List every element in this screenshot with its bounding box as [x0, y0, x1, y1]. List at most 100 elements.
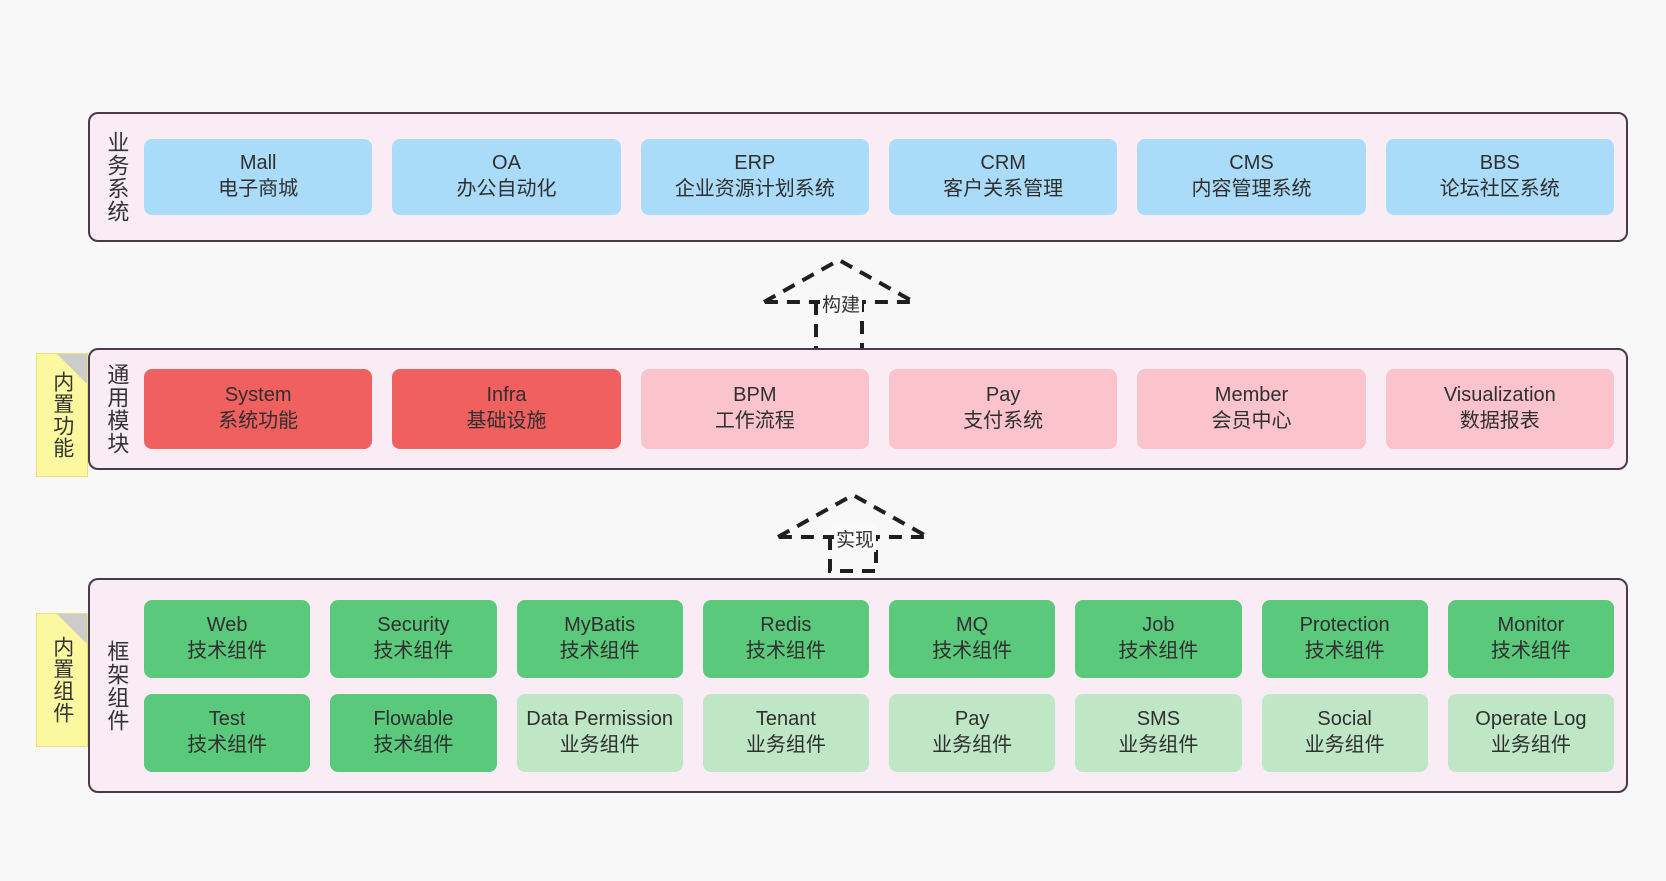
card-title: CRM [980, 152, 1026, 175]
card-subtitle: 技术组件 [1490, 639, 1571, 662]
card-data-permission[interactable]: Data Permission 业务组件 [516, 693, 683, 772]
layer-body-common-module: System 系统功能 Infra 基础设施 BPM 工作流程 Pay 支付系统… [142, 350, 1626, 468]
card-subtitle: 技术组件 [373, 733, 454, 756]
layer-title-framework-component: 框架组件 [104, 639, 130, 732]
card-subtitle: 办公自动化 [456, 178, 557, 200]
layer-title-business-system: 业务系统 [104, 131, 130, 223]
card-pay[interactable]: Pay 支付系统 [888, 369, 1118, 449]
layer-title-common-module: 通用模块 [104, 363, 130, 455]
card-title: SMS [1136, 707, 1181, 730]
card-title: Web [206, 613, 248, 636]
fold-corner-icon [57, 354, 87, 384]
card-subtitle: 内容管理系统 [1191, 178, 1312, 200]
layer-business-system: 业务系统 Mall 电子商城 OA 办公自动化 ERP 企业资源计划系统 CRM… [88, 112, 1628, 242]
card-subtitle: 技术组件 [1118, 639, 1199, 662]
card-tenant[interactable]: Tenant 业务组件 [702, 693, 869, 772]
card-operate-log[interactable]: Operate Log 业务组件 [1447, 693, 1614, 772]
card-system[interactable]: System 系统功能 [144, 369, 373, 449]
layer-common-module: 通用模块 System 系统功能 Infra 基础设施 BPM 工作流程 Pay… [88, 348, 1628, 470]
card-subtitle: 业务组件 [1490, 733, 1571, 756]
card-title: Job [1142, 613, 1175, 636]
card-title: Operate Log [1475, 707, 1587, 730]
card-row-tech: Web 技术组件 Security 技术组件 MyBatis 技术组件 Redi… [144, 599, 1614, 678]
card-title: Data Permission [526, 707, 673, 730]
card-member[interactable]: Member 会员中心 [1137, 369, 1366, 449]
card-title: Infra [486, 384, 527, 407]
card-security[interactable]: Security 技术组件 [330, 599, 497, 678]
sticky-note-label: 内置组件 [50, 636, 74, 724]
card-subtitle: 技术组件 [932, 639, 1013, 662]
card-mq[interactable]: MQ 技术组件 [889, 599, 1056, 678]
card-row-business: Test 技术组件 Flowable 技术组件 Data Permission … [144, 693, 1614, 772]
card-title: OA [492, 152, 521, 175]
sticky-note-builtin-function: 内置功能 [36, 353, 88, 477]
card-subtitle: 技术组件 [187, 639, 268, 662]
card-subtitle: 企业资源计划系统 [674, 178, 835, 200]
card-subtitle: 业务组件 [745, 733, 826, 756]
card-title: MyBatis [564, 613, 636, 636]
card-subtitle: 技术组件 [187, 733, 268, 756]
card-title: Visualization [1443, 384, 1556, 407]
card-crm[interactable]: CRM 客户关系管理 [888, 139, 1118, 215]
card-subtitle: 基础设施 [466, 410, 547, 432]
card-monitor[interactable]: Monitor 技术组件 [1447, 599, 1614, 678]
card-bbs[interactable]: BBS 论坛社区系统 [1385, 139, 1614, 215]
card-subtitle: 技术组件 [373, 639, 454, 662]
card-subtitle: 业务组件 [1118, 733, 1199, 756]
fold-corner-icon [57, 614, 87, 644]
card-subtitle: 技术组件 [559, 639, 640, 662]
card-test[interactable]: Test 技术组件 [144, 693, 311, 772]
card-title: BBS [1479, 152, 1520, 175]
card-title: Security [377, 613, 450, 636]
card-title: ERP [734, 152, 776, 175]
card-subtitle: 技术组件 [1304, 639, 1385, 662]
card-social[interactable]: Social 业务组件 [1261, 693, 1428, 772]
card-erp[interactable]: ERP 企业资源计划系统 [640, 139, 869, 215]
card-row: Mall 电子商城 OA 办公自动化 ERP 企业资源计划系统 CRM 客户关系… [144, 139, 1614, 215]
card-mybatis[interactable]: MyBatis 技术组件 [516, 599, 683, 678]
card-mall[interactable]: Mall 电子商城 [144, 139, 373, 215]
card-flowable[interactable]: Flowable 技术组件 [330, 693, 497, 772]
card-title: Social [1317, 707, 1372, 730]
card-subtitle: 技术组件 [745, 639, 826, 662]
card-title: Pay [985, 384, 1021, 407]
card-subtitle: 支付系统 [963, 410, 1044, 432]
card-title: Redis [760, 613, 812, 636]
card-row: System 系统功能 Infra 基础设施 BPM 工作流程 Pay 支付系统… [144, 369, 1614, 449]
card-subtitle: 业务组件 [932, 733, 1013, 756]
card-job[interactable]: Job 技术组件 [1075, 599, 1242, 678]
card-subtitle: 客户关系管理 [943, 178, 1064, 200]
card-web[interactable]: Web 技术组件 [144, 599, 311, 678]
card-subtitle: 数据报表 [1459, 410, 1540, 432]
card-subtitle: 业务组件 [559, 733, 640, 756]
card-sms[interactable]: SMS 业务组件 [1075, 693, 1242, 772]
card-bpm[interactable]: BPM 工作流程 [640, 369, 869, 449]
connector-build-label: 构建 [820, 290, 863, 317]
card-subtitle: 会员中心 [1211, 410, 1292, 432]
card-subtitle: 业务组件 [1304, 733, 1385, 756]
card-oa[interactable]: OA 办公自动化 [392, 139, 621, 215]
card-protection[interactable]: Protection 技术组件 [1261, 599, 1428, 678]
card-redis[interactable]: Redis 技术组件 [702, 599, 869, 678]
card-pay-business[interactable]: Pay 业务组件 [889, 693, 1056, 772]
card-infra[interactable]: Infra 基础设施 [392, 369, 621, 449]
card-title: Monitor [1497, 613, 1565, 636]
sticky-note-builtin-component: 内置组件 [36, 613, 88, 747]
card-title: Tenant [755, 707, 816, 730]
card-title: System [224, 384, 292, 407]
card-title: Mall [239, 152, 277, 175]
layer-body-business-system: Mall 电子商城 OA 办公自动化 ERP 企业资源计划系统 CRM 客户关系… [142, 114, 1626, 240]
card-title: Pay [954, 707, 990, 730]
card-title: Member [1214, 384, 1289, 407]
card-title: Protection [1299, 613, 1390, 636]
layer-body-framework-component: Web 技术组件 Security 技术组件 MyBatis 技术组件 Redi… [142, 580, 1626, 791]
card-cms[interactable]: CMS 内容管理系统 [1137, 139, 1366, 215]
card-subtitle: 论坛社区系统 [1439, 178, 1560, 200]
card-subtitle: 系统功能 [218, 410, 299, 432]
card-subtitle: 电子商城 [218, 178, 299, 200]
connector-build: 构建 [756, 252, 946, 352]
card-visualization[interactable]: Visualization 数据报表 [1385, 369, 1614, 449]
connector-implement-label: 实现 [834, 525, 877, 552]
card-subtitle: 工作流程 [714, 410, 795, 432]
card-title: Test [208, 707, 246, 730]
